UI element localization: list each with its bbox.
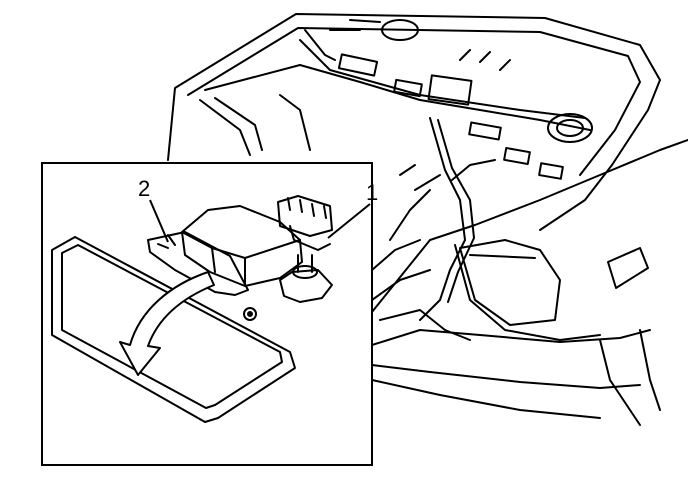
mounting-stud [279,269,333,303]
vehicle-rear-view [167,13,688,426]
trunk-lid-inner-edge [187,27,641,176]
floor-panel-outer [51,236,296,423]
callout-1: 1 [327,180,378,239]
quarter-panel [454,244,601,341]
callout-2: 2 [138,176,169,243]
hinge-arm-left [199,97,263,156]
tail-light [459,239,561,326]
lid-module-block [427,74,473,106]
removal-direction-arrow [119,271,215,376]
trunk-lid-outline [167,13,661,231]
wiring-harness [419,117,466,321]
inset-detail [51,195,333,423]
rear-body-outline [371,139,688,313]
callout-2-label: 2 [138,176,150,201]
callout-1-leader [327,203,371,239]
side-marker [607,247,649,289]
trunk-floor [371,269,431,301]
module-body [181,205,303,287]
bolt-hole [243,307,257,321]
lid-bracket-center [393,78,423,98]
callout-2-leader [149,199,169,243]
lid-bracket-left [337,53,379,77]
module-bracket [147,231,249,296]
trunk-lid-lower-panel [204,64,591,131]
floor-panel-inner [61,244,283,409]
electrical-connector [277,195,333,237]
rear-bumper [371,329,651,346]
callout-1-label: 1 [366,180,378,205]
bumper-lower-edge [599,339,641,426]
speaker-circle [547,113,593,143]
